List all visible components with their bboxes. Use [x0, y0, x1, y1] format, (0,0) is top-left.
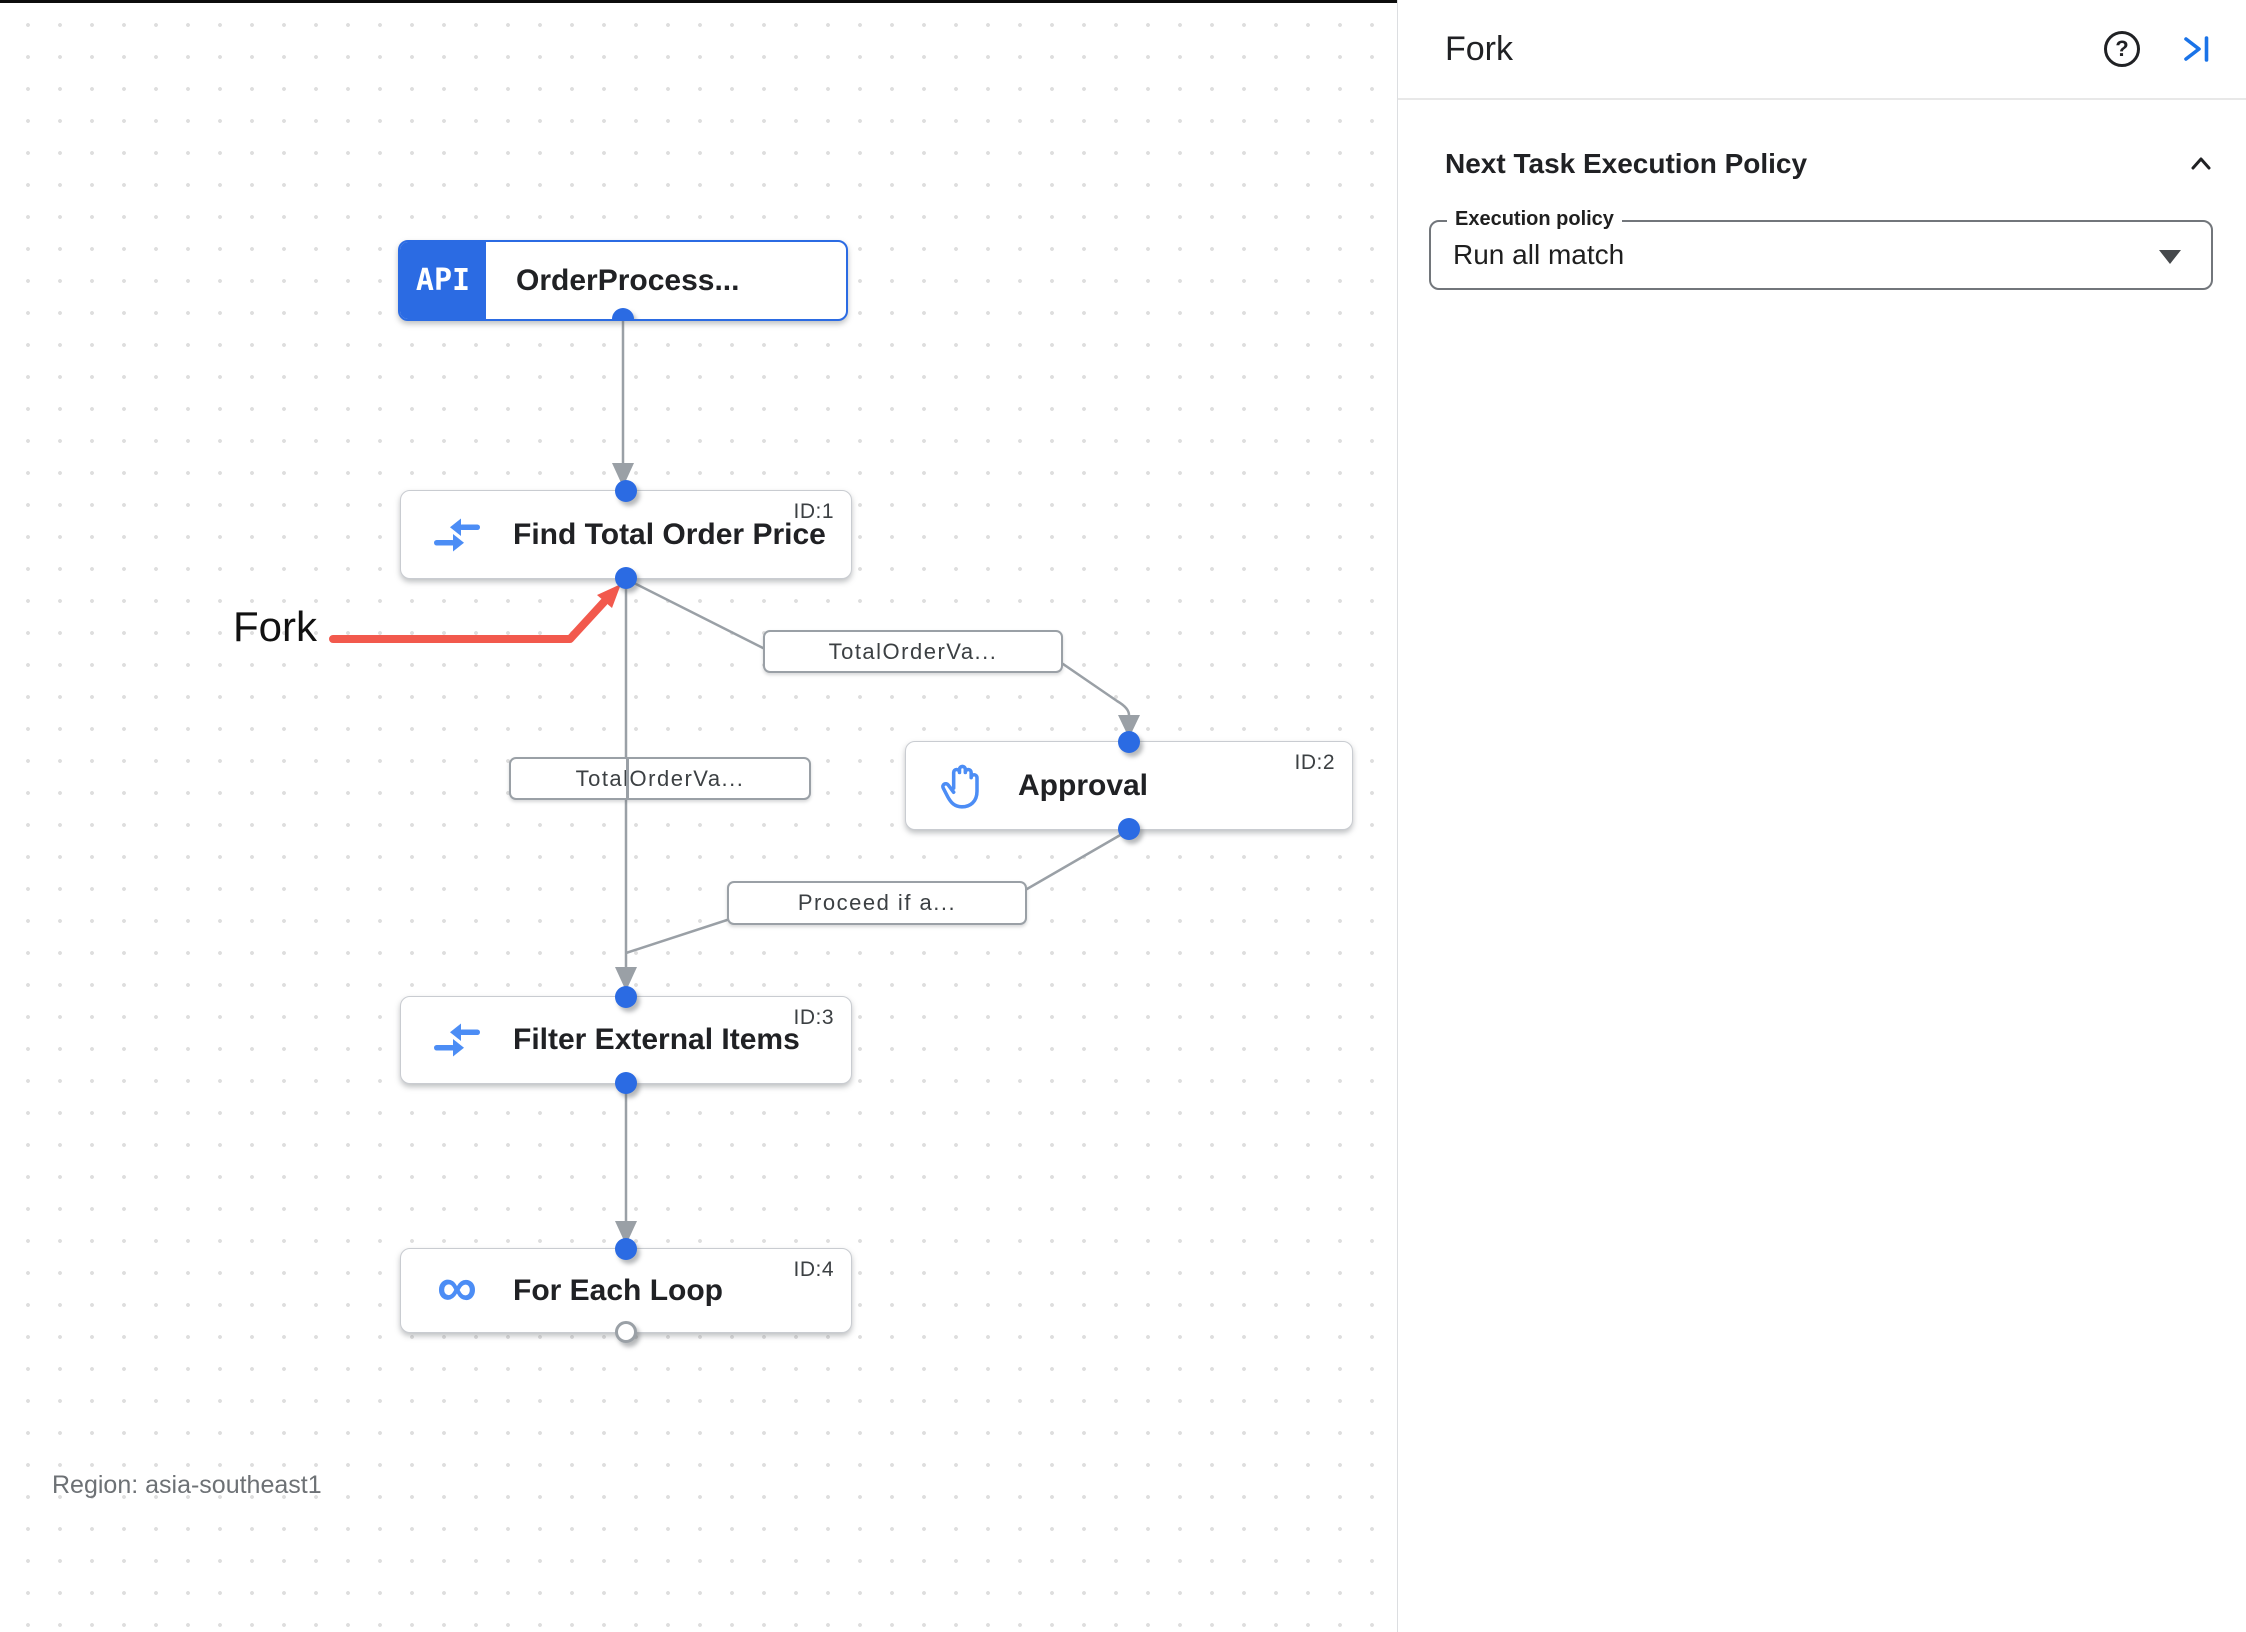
- output-port[interactable]: [615, 1072, 637, 1094]
- data-mapping-icon: [431, 516, 483, 554]
- input-port[interactable]: [1118, 731, 1140, 753]
- chevron-up-icon[interactable]: [2186, 149, 2216, 179]
- edge-condition-label[interactable]: Proceed if a...: [727, 881, 1027, 925]
- region-label: Region: asia-southeast1: [52, 1471, 322, 1499]
- fork-port[interactable]: [615, 567, 637, 589]
- api-trigger-icon: API: [400, 242, 486, 319]
- output-port-empty[interactable]: [615, 1321, 637, 1343]
- edge-arrowhead: [1118, 715, 1140, 738]
- node-title: OrderProcess...: [516, 263, 740, 297]
- fork-annotation-arrow: [329, 598, 608, 643]
- node-id-badge: ID:4: [793, 1258, 834, 1281]
- node-for-each-loop[interactable]: ID:4 ∞ For Each Loop: [400, 1238, 852, 1343]
- fork-annotation-arrowhead: [597, 584, 621, 608]
- approval-hand-icon: [936, 761, 988, 811]
- execution-policy-value: Run all match: [1453, 239, 1625, 270]
- node-filter-external-items[interactable]: ID:3 Filter External Items: [400, 986, 852, 1094]
- execution-policy-select[interactable]: Execution policy Run all match: [1429, 208, 2213, 290]
- input-port[interactable]: [615, 1238, 637, 1260]
- edge-arrowhead: [615, 967, 637, 991]
- help-icon[interactable]: ?: [2104, 31, 2140, 67]
- section-heading: Next Task Execution Policy: [1445, 148, 1808, 179]
- dropdown-caret-icon: [2159, 250, 2181, 264]
- edge-condition-label[interactable]: TotalOrderVa...: [763, 630, 1063, 673]
- input-port[interactable]: [615, 480, 637, 502]
- panel-header: Fork ?: [1398, 0, 2246, 100]
- node-title: Approval: [1018, 768, 1149, 802]
- node-id-badge: ID:2: [1294, 751, 1335, 774]
- node-title: Find Total Order Price: [513, 517, 826, 551]
- execution-policy-label: Execution policy: [1447, 208, 1622, 231]
- output-port[interactable]: [1118, 818, 1140, 840]
- task-config-panel: Fork ? Next Task Execution Policy E: [1397, 0, 2246, 1632]
- output-port[interactable]: [612, 308, 634, 319]
- node-title: For Each Loop: [513, 1273, 723, 1307]
- data-mapping-icon: [431, 1021, 483, 1059]
- input-port[interactable]: [615, 986, 637, 1008]
- node-id-badge: ID:3: [793, 1006, 834, 1029]
- collapse-panel-icon[interactable]: [2180, 34, 2214, 64]
- edge-arrowhead: [615, 1221, 637, 1245]
- edge-arrowhead: [612, 463, 634, 487]
- node-title: Filter External Items: [513, 1023, 800, 1056]
- workflow-canvas[interactable]: API OrderProcess... ID:1 Find Total Orde…: [0, 0, 1397, 1632]
- panel-title: Fork: [1445, 29, 1513, 68]
- edge-condition-label[interactable]: TotalOrderVa...: [509, 757, 811, 800]
- node-order-process-trigger[interactable]: API OrderProcess...: [398, 240, 848, 321]
- fork-annotation-label: Fork: [233, 603, 317, 650]
- node-id-badge: ID:1: [793, 500, 834, 523]
- for-each-loop-icon: ∞: [437, 1254, 477, 1318]
- node-approval[interactable]: ID:2 Approval: [905, 731, 1353, 840]
- edge-fork-to-approval: [625, 577, 1131, 719]
- node-find-total-order-price[interactable]: ID:1 Find Total Order Price: [400, 480, 852, 589]
- next-task-policy-section: Next Task Execution Policy: [1398, 100, 2246, 180]
